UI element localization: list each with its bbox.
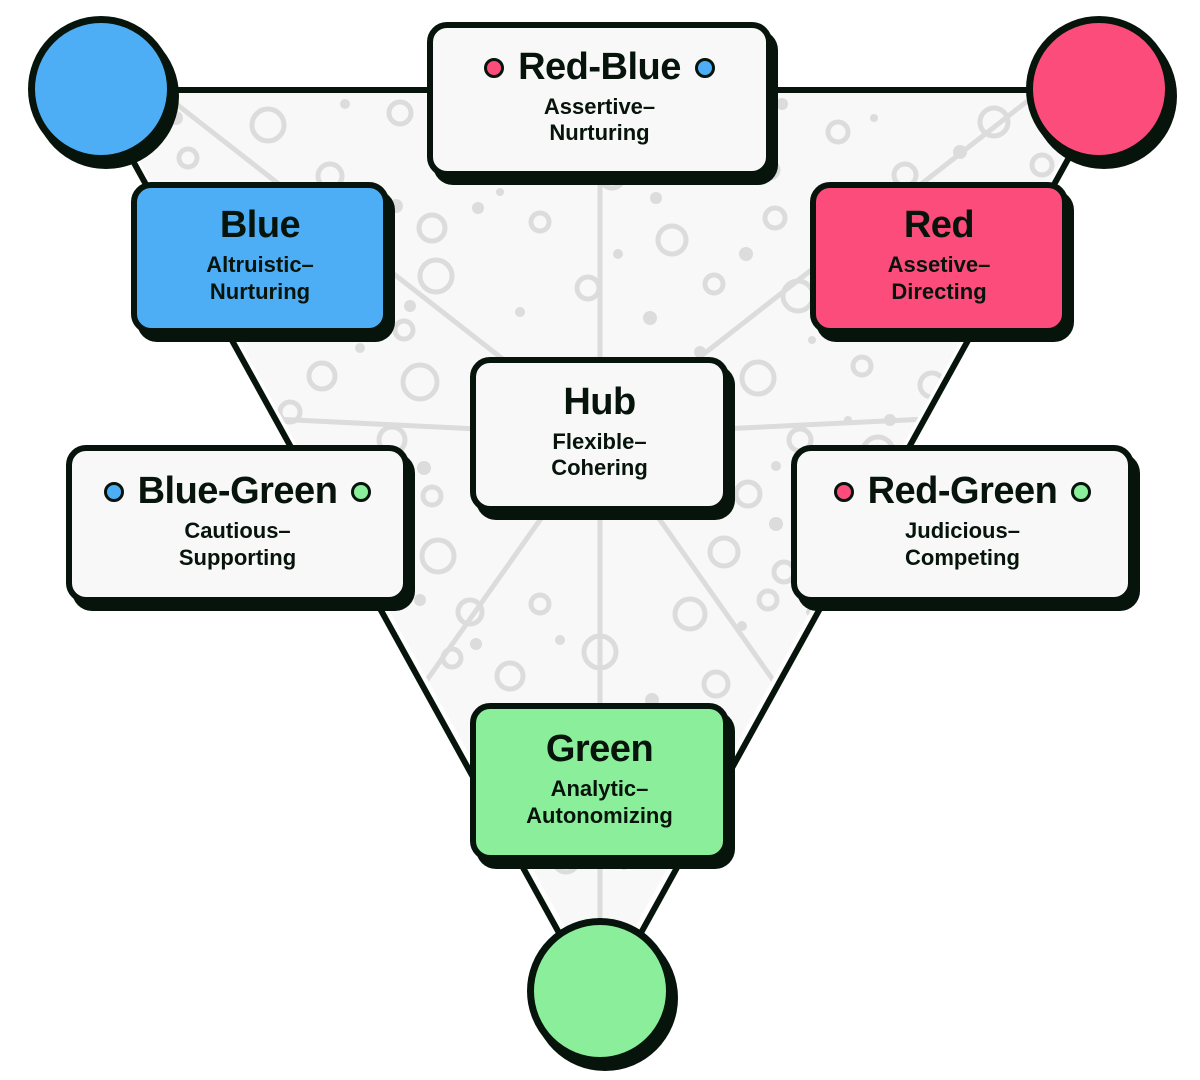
card-blue-green-title-row: Blue-Green	[82, 470, 393, 513]
card-red-green[interactable]: Red-Green Judicious– Competing	[791, 445, 1134, 603]
card-green-title: Green	[545, 728, 654, 771]
card-blue-green[interactable]: Blue-Green Cautious– Supporting	[66, 445, 409, 603]
card-red-green-title: Red-Green	[867, 470, 1058, 513]
card-blue-subtitle: Altruistic– Nurturing	[206, 252, 314, 304]
card-hub-subtitle: Flexible– Cohering	[551, 428, 648, 481]
green-dot-icon	[351, 482, 372, 503]
card-red-title: Red	[903, 204, 975, 247]
card-red-blue-title: Red-Blue	[518, 45, 681, 88]
red-dot-icon	[833, 482, 854, 503]
card-hub-title-row: Hub	[486, 380, 713, 423]
card-red-blue[interactable]: Red-Blue Assertive– Nurturing	[427, 22, 772, 177]
card-blue-green-title: Blue-Green	[137, 470, 338, 513]
green-dot-icon	[1071, 482, 1092, 503]
card-red-subtitle: Assetive– Directing	[887, 252, 991, 304]
card-blue-title-row: Blue	[147, 204, 373, 247]
card-red-green-title-row: Red-Green	[807, 470, 1118, 513]
red-dot-icon	[484, 57, 505, 78]
card-red-title-row: Red	[826, 204, 1052, 247]
green-corner-circle[interactable]	[527, 918, 673, 1064]
red-corner-circle[interactable]	[1026, 16, 1172, 162]
blue-dot-icon	[103, 482, 124, 503]
card-hub[interactable]: Hub Flexible– Cohering	[470, 357, 729, 512]
card-green-subtitle: Analytic– Autonomizing	[526, 776, 673, 828]
blue-corner-circle[interactable]	[28, 16, 174, 162]
card-red-blue-title-row: Red-Blue	[443, 45, 756, 88]
card-red-blue-subtitle: Assertive– Nurturing	[543, 93, 656, 146]
blue-dot-icon	[694, 57, 715, 78]
card-blue-title: Blue	[219, 204, 301, 247]
card-blue-green-subtitle: Cautious– Supporting	[178, 518, 297, 570]
card-blue[interactable]: Blue Altruistic– Nurturing	[131, 182, 389, 334]
card-green-title-row: Green	[486, 728, 713, 771]
card-hub-title: Hub	[563, 380, 636, 423]
card-red[interactable]: Red Assetive– Directing	[810, 182, 1068, 334]
card-green[interactable]: Green Analytic– Autonomizing	[470, 703, 729, 861]
card-red-green-subtitle: Judicious– Competing	[905, 518, 1020, 570]
